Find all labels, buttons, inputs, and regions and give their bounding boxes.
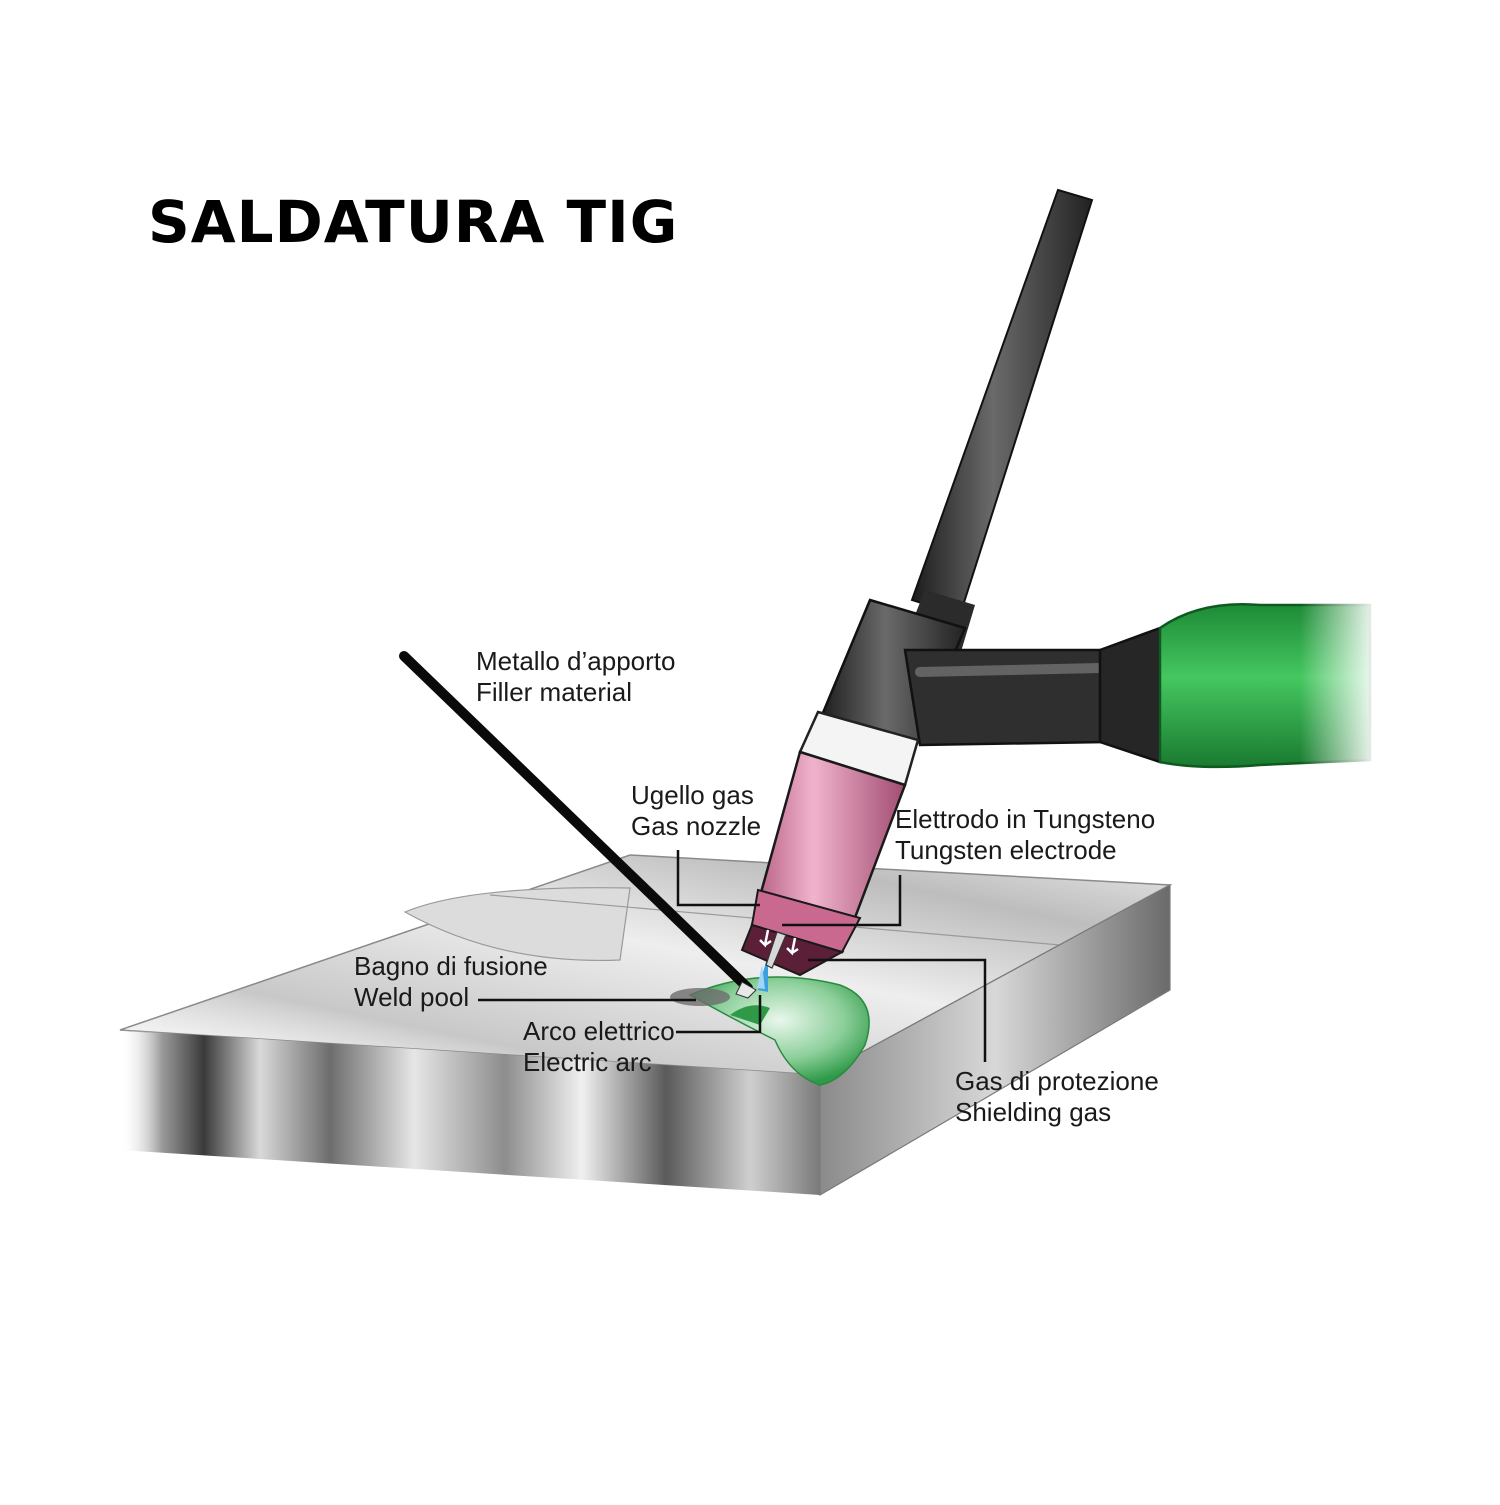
torch-handle xyxy=(1158,600,1380,770)
label-filler-material: Metallo d’apporto Filler material xyxy=(476,646,676,707)
leader-arc xyxy=(676,995,762,1034)
gas-nozzle xyxy=(740,750,907,977)
torch-cable xyxy=(905,188,1094,655)
leader-electrode xyxy=(782,875,902,927)
tungsten-electrode xyxy=(765,931,787,969)
label-gas-nozzle: Ugello gas Gas nozzle xyxy=(631,780,762,841)
label-electric-arc: Arco elettrico Electric arc xyxy=(523,1016,675,1077)
leader-shielding-gas xyxy=(808,958,987,1062)
electric-arc xyxy=(757,955,768,992)
filler-rod xyxy=(399,651,753,993)
label-weld-pool: Bagno di fusione Weld pool xyxy=(354,951,548,1012)
leader-gas-nozzle xyxy=(676,850,760,907)
label-shielding-gas: Gas di protezione Shielding gas xyxy=(955,1066,1159,1127)
page-title: SALDATURA TIG xyxy=(148,188,679,256)
metal-plate xyxy=(119,854,1173,1197)
leader-lines xyxy=(478,850,987,1062)
torch-body xyxy=(818,598,1162,764)
label-tungsten-electrode: Elettrodo in Tungsteno Tungsten electrod… xyxy=(895,804,1156,865)
